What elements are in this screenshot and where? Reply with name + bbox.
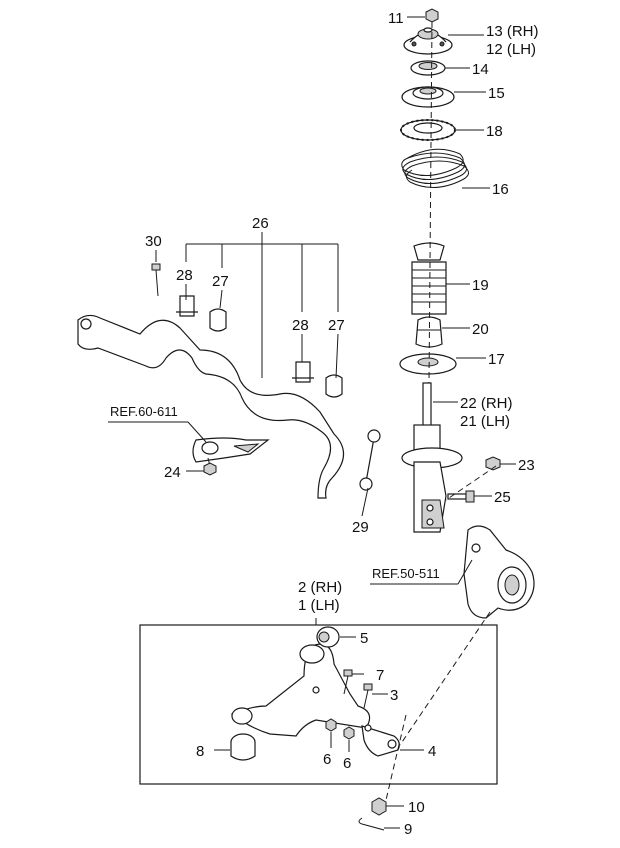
callout-25: 25 xyxy=(494,489,511,506)
callout-26: 26 xyxy=(252,215,269,232)
part-9-cotter-pin xyxy=(358,817,385,831)
lower-arm-group-box xyxy=(139,624,498,785)
lower-arm-assembly xyxy=(230,626,400,761)
part-27-bushing-left xyxy=(209,308,227,332)
callout-4: 4 xyxy=(428,743,436,760)
callout-labels: 11 13 (RH) 12 (LH) 14 15 18 16 26 30 28 … xyxy=(110,10,539,838)
callout-15: 15 xyxy=(488,85,505,102)
part-8-bushing xyxy=(230,733,256,761)
part-6-nut-right xyxy=(343,726,355,740)
part-30-bolt xyxy=(151,263,161,297)
part-17-spring-seat-lower xyxy=(399,353,457,375)
callout-10: 10 xyxy=(408,799,425,816)
part-6-nut-left xyxy=(325,718,337,732)
callout-27-right: 27 xyxy=(328,317,345,334)
part-22-21-strut xyxy=(401,382,463,533)
part-28-bushing-bracket-right xyxy=(292,361,314,383)
part-25-bolt xyxy=(447,490,475,503)
strut-assembly xyxy=(399,8,535,619)
steering-knuckle xyxy=(463,525,535,619)
part-18-spring-pad xyxy=(400,119,456,141)
callout-23: 23 xyxy=(518,457,535,474)
stabilizer-bar-assembly xyxy=(77,263,381,499)
callout-2: 2 (RH) xyxy=(298,579,342,596)
part-13-12-strut-mount xyxy=(403,27,453,55)
callout-29: 29 xyxy=(352,519,369,536)
callout-24: 24 xyxy=(164,464,181,481)
ref-stabilizer-label: REF.60-611 xyxy=(110,404,178,419)
callout-6-left: 6 xyxy=(323,751,331,768)
part-29-stabilizer-link xyxy=(359,429,381,491)
part-27-bushing-right xyxy=(325,374,343,398)
part-5-bushing xyxy=(316,626,340,648)
callout-27-left: 27 xyxy=(212,273,229,290)
part-3-bolt xyxy=(363,683,373,709)
callout-18: 18 xyxy=(486,123,503,140)
callout-21: 21 (LH) xyxy=(460,413,510,430)
callout-30: 30 xyxy=(145,233,162,250)
part-19-dust-boot xyxy=(411,242,447,315)
callout-3: 3 xyxy=(390,687,398,704)
part-24-nut xyxy=(203,462,217,476)
callout-5: 5 xyxy=(360,630,368,647)
part-15-spring-seat-upper xyxy=(401,86,455,108)
callout-1: 1 (LH) xyxy=(298,597,340,614)
part-7-bolt xyxy=(343,669,353,695)
part-16-coil-spring xyxy=(401,148,469,188)
callout-17: 17 xyxy=(488,351,505,368)
callout-11: 11 xyxy=(388,10,404,27)
callout-9: 9 xyxy=(404,821,412,838)
callout-19: 19 xyxy=(472,277,489,294)
callout-13: 13 (RH) xyxy=(486,23,539,40)
part-23-nut xyxy=(485,456,501,471)
callout-20: 20 xyxy=(472,321,489,338)
ref-knuckle-label: REF.50-511 xyxy=(372,566,440,581)
part-11-nut xyxy=(425,8,439,23)
callout-28-right: 28 xyxy=(292,317,309,334)
part-14-bearing xyxy=(410,60,446,76)
callout-14: 14 xyxy=(472,61,489,78)
callout-12: 12 (LH) xyxy=(486,41,536,58)
stabilizer-bracket-ref xyxy=(192,437,270,463)
callout-22: 22 (RH) xyxy=(460,395,513,412)
leader-lines xyxy=(108,16,516,829)
callout-28-left: 28 xyxy=(176,267,193,284)
part-28-bushing-bracket-left xyxy=(176,295,198,317)
part-4-ball-joint xyxy=(361,724,400,757)
callout-16: 16 xyxy=(492,181,509,198)
callout-6-right: 6 xyxy=(343,755,351,772)
callout-7: 7 xyxy=(376,667,384,684)
part-10-castle-nut xyxy=(371,797,387,816)
callout-8: 8 xyxy=(196,743,204,760)
